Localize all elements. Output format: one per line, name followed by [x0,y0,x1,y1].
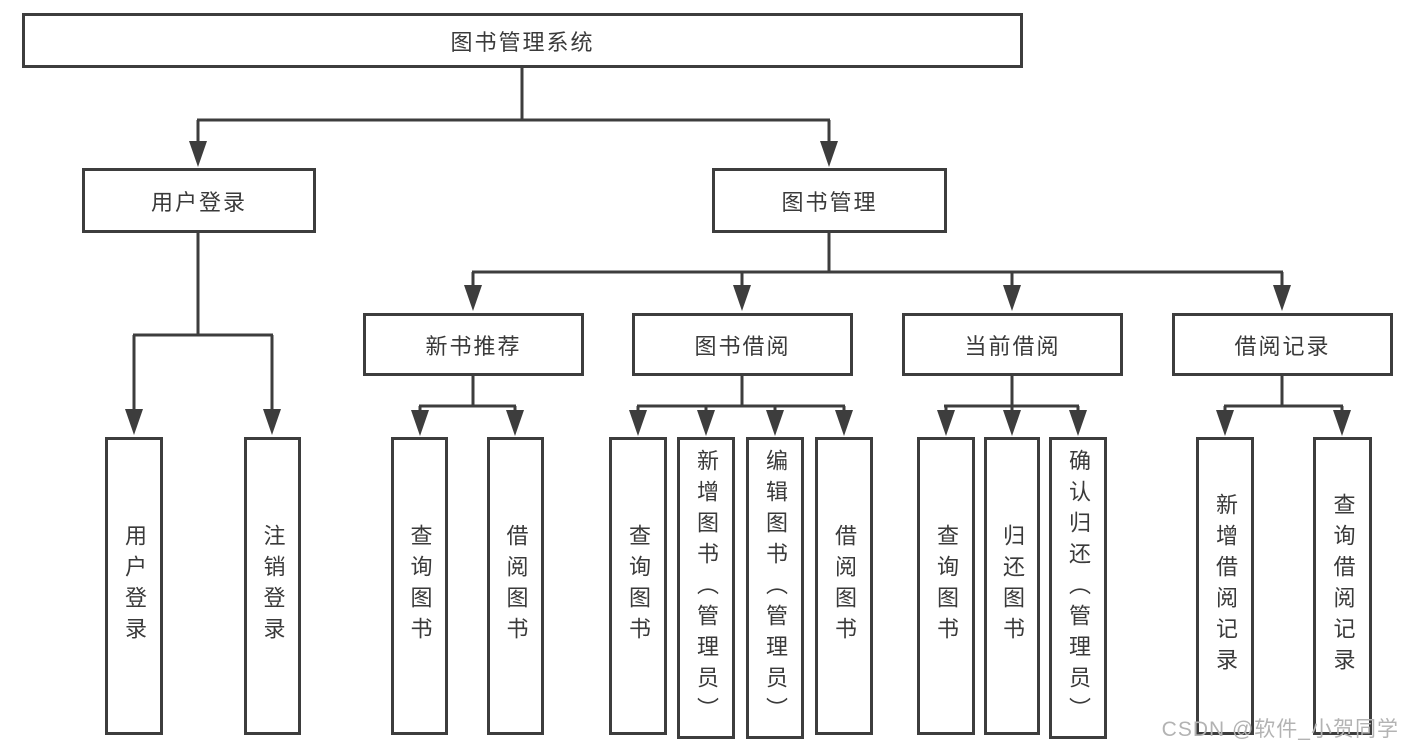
node-leaf-edit-book-admin: 编辑图书（管理员） [746,437,804,739]
node-label: 用户登录 [122,524,147,648]
arrowhead-icon [1216,410,1234,436]
arrowhead-icon [189,141,207,167]
arrowhead-icon [411,410,429,436]
arrowhead-icon [1333,410,1351,436]
node-leaf-return-book: 归还图书 [984,437,1040,735]
node-leaf-borrow-books: 借阅图书 [815,437,873,735]
node-label: 用户登录 [150,189,247,215]
node-label: 图书管理 [781,189,878,215]
arrowhead-icon [464,285,482,311]
node-book-management: 图书管理 [712,168,947,233]
arrowhead-icon [1003,285,1021,311]
node-label: 查询借阅记录 [1330,493,1356,679]
arrowhead-icon [1003,410,1021,436]
node-label: 借阅记录 [1234,333,1331,359]
node-label: 借阅图书 [832,524,857,648]
node-label: 新增图书（管理员） [694,448,719,728]
arrowhead-icon [263,409,281,435]
node-book-borrowing: 图书借阅 [632,313,853,376]
node-label: 查询图书 [934,524,959,648]
arrowhead-icon [125,409,143,435]
node-current-borrowing: 当前借阅 [902,313,1123,376]
node-label: 图书借阅 [694,333,791,359]
arrowhead-icon [733,285,751,311]
node-new-book-recommendation: 新书推荐 [363,313,584,376]
node-label: 查询图书 [626,524,651,648]
arrowhead-icon [506,410,524,436]
node-label: 查询图书 [407,524,433,648]
node-label: 确认归还（管理员） [1066,448,1091,728]
node-leaf-query-books-recommend: 查询图书 [391,437,448,735]
node-label: 当前借阅 [964,333,1061,359]
arrowhead-icon [766,410,784,436]
arrowhead-icon [1273,285,1291,311]
node-label: 图书管理系统 [450,29,595,55]
node-leaf-confirm-return-admin: 确认归还（管理员） [1049,437,1107,739]
node-library-management-system: 图书管理系统 [22,13,1023,68]
arrowhead-icon [937,410,955,436]
node-label: 新增借阅记录 [1213,493,1238,679]
node-leaf-borrow-books-recommend: 借阅图书 [487,437,544,735]
node-label: 新书推荐 [425,333,522,359]
node-leaf-query-borrow-record: 查询借阅记录 [1313,437,1372,735]
csdn-watermark: CSDN @软件_小贺同学 [1161,718,1399,741]
node-leaf-query-books-borrow: 查询图书 [609,437,667,735]
node-leaf-add-borrow-record: 新增借阅记录 [1196,437,1254,735]
arrowhead-icon [697,410,715,436]
node-borrowing-records: 借阅记录 [1172,313,1393,376]
node-user-login: 用户登录 [82,168,316,233]
node-leaf-add-book-admin: 新增图书（管理员） [677,437,735,739]
arrowhead-icon [1069,410,1087,436]
node-label: 归还图书 [1000,524,1025,648]
arrowhead-icon [629,410,647,436]
node-leaf-logout: 注销登录 [244,437,301,735]
node-label: 借阅图书 [503,524,529,648]
node-label: 编辑图书（管理员） [763,448,788,728]
node-label: 注销登录 [260,524,286,648]
node-leaf-user-login: 用户登录 [105,437,163,735]
arrowhead-icon [835,410,853,436]
arrowhead-icon [820,141,838,167]
node-leaf-query-books-current: 查询图书 [917,437,975,735]
